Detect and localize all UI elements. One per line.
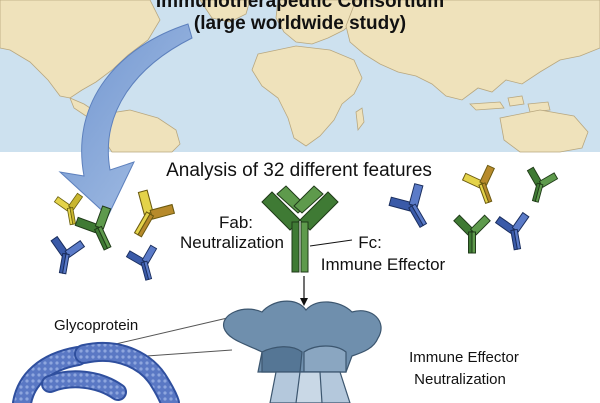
indonesia xyxy=(469,95,551,113)
small-antibody-green-left xyxy=(74,205,112,251)
small-antibody-yellow-right xyxy=(461,164,495,205)
small-antibody-green-right-top xyxy=(526,166,559,203)
australia xyxy=(499,109,589,153)
madagascar xyxy=(355,107,365,132)
small-antibody-blue-left xyxy=(50,235,86,275)
fc-label-line1: Fc: xyxy=(358,233,382,252)
small-antibody-yellow-left xyxy=(53,192,84,226)
fc-pointer-line xyxy=(309,239,353,247)
fab-label-line1: Fab: xyxy=(219,213,253,232)
fab-label-line2: Neutralization xyxy=(180,233,284,252)
north-america xyxy=(0,0,161,99)
effects-line2: Neutralization xyxy=(414,371,506,388)
small-antibody-yellow-center xyxy=(133,189,176,238)
africa xyxy=(251,45,363,147)
effects-line1: Immune Effector xyxy=(409,349,519,366)
study-title-line2: (large worldwide study) xyxy=(194,13,406,34)
study-title-line1: Immunotherapeutic Consortium xyxy=(156,0,444,12)
asia xyxy=(345,0,600,101)
central-antibody xyxy=(261,185,339,273)
glycoprotein-trimer xyxy=(223,300,382,403)
fc-label-line2: Immune Effector xyxy=(321,255,446,274)
small-antibody-green-right-mid xyxy=(453,214,491,254)
small-antibody-blue-right xyxy=(388,183,428,229)
analysis-label: Analysis of 32 different features xyxy=(166,160,432,181)
filovirus xyxy=(12,341,180,403)
greenland xyxy=(199,0,251,23)
glycoprotein-label: Glycoprotein xyxy=(54,317,138,334)
small-antibody-blue-lower xyxy=(125,244,158,281)
down-arrow xyxy=(300,276,308,306)
small-antibody-blue-far-right xyxy=(494,211,530,251)
